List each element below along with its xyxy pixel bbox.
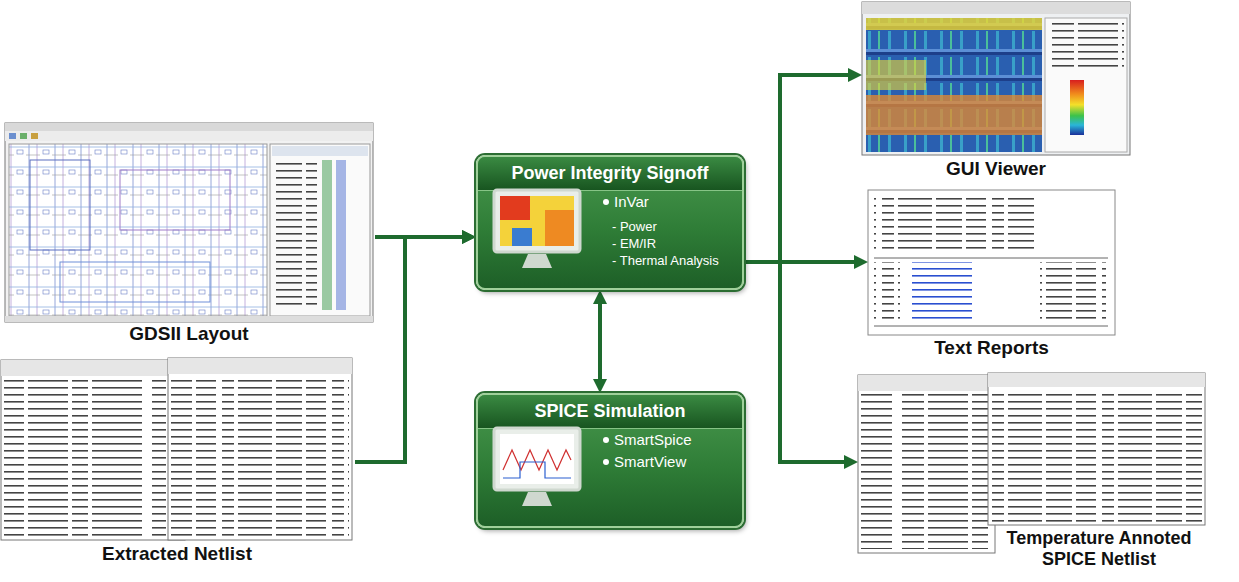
sub-item: - Power: [612, 219, 657, 235]
bullet-dot: [603, 437, 609, 443]
bullet-item: SmartSpice: [614, 431, 692, 449]
report-links: [904, 262, 974, 322]
layer-list: [273, 160, 317, 310]
tool-bar: [858, 375, 995, 391]
bullet-item: InVar: [614, 193, 649, 211]
layer-panel: [270, 144, 370, 316]
gdsii-screenshot: [5, 123, 373, 322]
netlist-text: [4, 380, 166, 536]
node-caption: Extracted Netlist: [1, 543, 353, 565]
color-bar: [1070, 80, 1084, 135]
tool-icon: [31, 133, 38, 139]
flow-arrow: [355, 237, 468, 462]
status-bar: [5, 316, 373, 322]
sub-item: - Thermal Analysis: [612, 253, 719, 269]
window-frame: [5, 123, 373, 322]
flow-arrow: [744, 75, 854, 262]
annotated-netlist-screenshots: [858, 373, 1205, 553]
node-caption: Temperature Annoted SPICE Netlist: [990, 528, 1208, 569]
heat-zone: [866, 18, 1042, 30]
panel-text: [1048, 22, 1124, 72]
netlist-text: [991, 390, 1202, 522]
window-frame: [858, 375, 995, 553]
node-caption: GUI Viewer: [862, 158, 1130, 180]
bullet-dot: [603, 199, 609, 205]
flow-arrow: [598, 298, 602, 385]
layout-block: [120, 170, 230, 230]
heat-map: [866, 18, 1042, 152]
heat-zone: [866, 60, 926, 90]
layer-colors: [322, 160, 332, 310]
tool-icon: [9, 133, 16, 139]
gui-viewer-screenshot: [862, 2, 1130, 155]
box-title: Power Integrity Signoff: [478, 163, 742, 185]
process-box: Power Integrity SignoffInVar - Power- EM/…: [476, 155, 744, 290]
window-frame: [988, 373, 1205, 525]
layer-colors: [336, 160, 346, 310]
netlist-text: [861, 394, 991, 549]
panel-header: [272, 146, 368, 156]
report-page: [868, 190, 1115, 335]
screenshot-node: GUI Viewer: [862, 2, 1132, 182]
screenshot-node: GDSII Layout: [5, 123, 375, 347]
netlist-text: [171, 378, 349, 536]
bullet-dot: [603, 459, 609, 465]
box-title: SPICE Simulation: [478, 401, 742, 423]
window-frame: [1, 360, 185, 540]
menu-bar: [862, 2, 1130, 14]
layout-block: [30, 160, 90, 250]
sub-item: - EM/IR: [612, 236, 656, 252]
flow-arrow: [744, 262, 850, 462]
report-text: [1040, 262, 1106, 322]
tool-bar: [5, 131, 373, 141]
bullet-item: SmartView: [614, 453, 686, 471]
screenshot-node: Text Reports: [868, 190, 1117, 362]
netlist-screenshots: [1, 358, 352, 540]
menu-bar: [5, 123, 373, 131]
tool-bar: [168, 358, 352, 374]
layout-block: [60, 262, 210, 302]
window-frame: [168, 358, 352, 540]
text-report-screenshot: [868, 190, 1115, 335]
tool-bar: [1, 360, 185, 376]
window-frame: [862, 2, 1130, 155]
node-caption: GDSII Layout: [5, 323, 373, 345]
control-panel: [1045, 18, 1127, 152]
layout-canvas: [9, 144, 267, 316]
node-caption: Text Reports: [868, 337, 1115, 359]
heat-zone: [866, 95, 1042, 135]
tool-icon: [20, 133, 27, 139]
report-text: [874, 196, 1034, 252]
tool-bar: [988, 373, 1205, 387]
screenshot-node: Extracted Netlist: [1, 358, 355, 568]
table-rule: [874, 258, 1108, 259]
report-text: [874, 262, 900, 322]
screenshot-node: Temperature Annoted SPICE Netlist: [858, 373, 1210, 578]
process-box: SPICE SimulationSmartSpiceSmartView: [476, 393, 744, 528]
table-rule: [874, 326, 1108, 327]
